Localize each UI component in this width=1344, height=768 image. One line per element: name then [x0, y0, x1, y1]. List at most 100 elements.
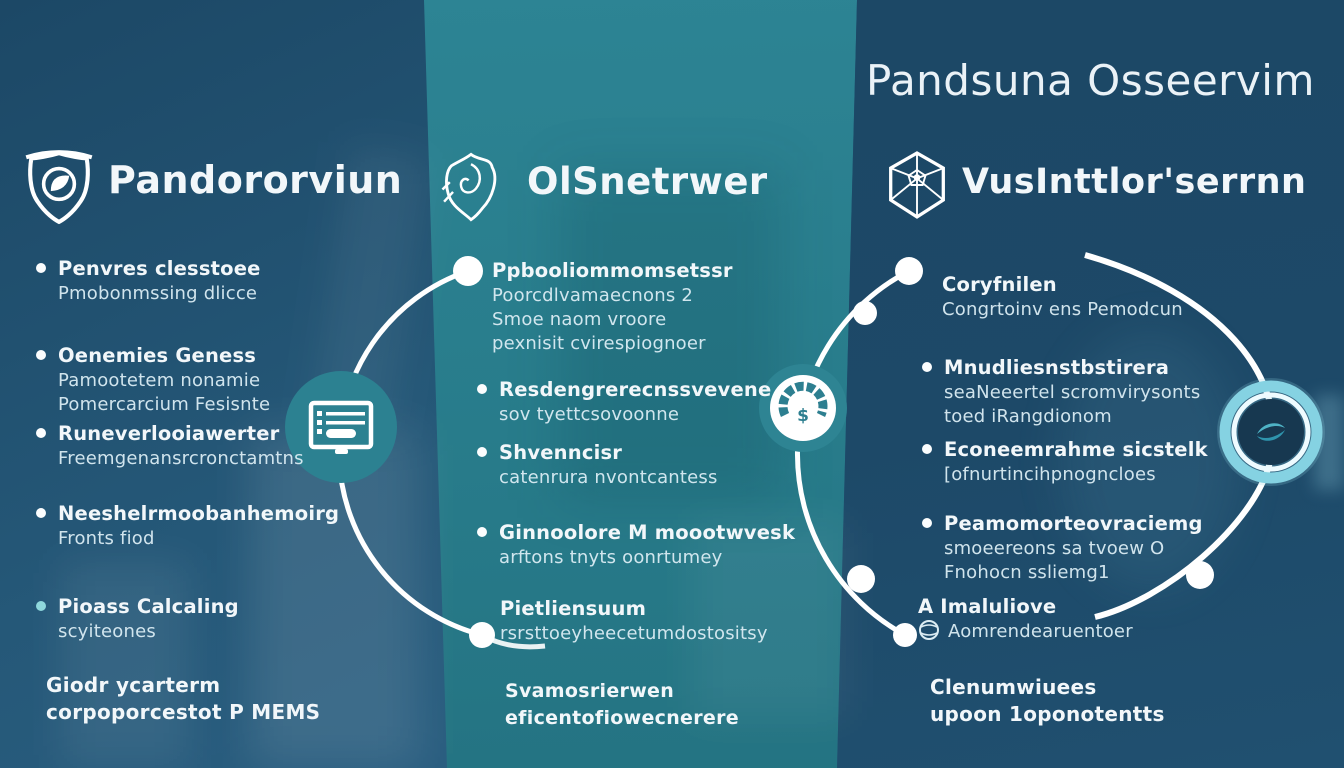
item-subtitle: Smoe naom vroore [492, 309, 667, 330]
left-footer: Giodr ycarterm corpoporcestot P MEMS [46, 672, 320, 726]
list-item: Mnudliesnstbstirera seaNeeertel scromvir… [922, 355, 1294, 429]
screen-outline [308, 400, 374, 450]
item-subtitle: arftons tnyts oonrtumey [499, 547, 723, 568]
item-subtitle: Fronts fiod [58, 528, 155, 549]
bullet-dot [36, 508, 46, 518]
hexagon-network-icon-svg [889, 151, 945, 219]
list-item: Coryfnilen Congrtoinv ens Pemodcun [942, 272, 1292, 322]
gauge-dollar-symbol: $ [797, 406, 809, 426]
item-subtitle: smoeereons sa tvoew O [944, 538, 1165, 559]
bullet-dot [922, 444, 932, 454]
item-title: Runeverlooiawerter [58, 422, 280, 445]
item-subtitle: seaNeeertel scromvirysonts [944, 382, 1201, 403]
item-title: Shvenncisr [499, 441, 623, 464]
item-title: Pioass Calcaling [58, 595, 239, 618]
checklist-screen-icon-svg [285, 371, 397, 483]
list-square [317, 429, 322, 434]
list-item: Ginnoolore M moootwvesk arftons tnyts oo… [477, 520, 829, 570]
leaf-glyph [50, 175, 70, 192]
shield-inner-circle [41, 166, 77, 202]
ring-cyan [1219, 380, 1323, 484]
item-subtitle: Aomrendearuentoer [948, 621, 1133, 642]
network-core-polygon [907, 168, 927, 186]
footer-line: corpoporcestot P MEMS [46, 700, 321, 724]
globe-arrows-icon-svg [919, 620, 939, 640]
list-item: Ppbooliommomsetssr Poorcdlvamaecnons 2 S… [492, 258, 822, 356]
network-lines [890, 153, 944, 217]
connector-dot [893, 623, 917, 647]
item-subtitle: Congrtoinv ens Pemodcun [942, 299, 1183, 320]
footer-line: eficentofiowecnerere [505, 707, 739, 729]
item-subtitle: Fnohocn ssliemg1 [944, 562, 1110, 583]
item-subtitle: rsrsttoeyheecetumdostositsy [500, 623, 768, 644]
item-subtitle: Pmobonmssing dlicce [58, 283, 258, 304]
checklist-screen-icon [285, 371, 397, 483]
connector-dot [469, 622, 495, 648]
bullet-dot [36, 428, 46, 438]
item-title: Coryfnilen [942, 273, 1057, 296]
item-title: Mnudliesnstbstirera [944, 356, 1170, 379]
middle-header-label: OlSnetrwer [527, 160, 768, 203]
footer-line: Svamosrierwen [505, 680, 675, 702]
shield-leaf-icon [20, 145, 98, 227]
ring-white [1231, 392, 1311, 472]
item-title: Ppbooliommomsetssr [492, 259, 733, 282]
footer-line: Clenumwiuees [930, 675, 1097, 699]
middle-footer: Svamosrierwen eficentofiowecnerere [505, 678, 739, 732]
footer-line: upoon 1oponotentts [930, 702, 1165, 726]
hexagon-network-icon [886, 150, 948, 220]
bullet-dot [922, 518, 932, 528]
ring-center [1238, 399, 1304, 465]
bullet-dot [477, 447, 487, 457]
item-title: A Imaluliove [918, 595, 1057, 618]
globe-circle [919, 620, 939, 640]
list-item: Neeshelrmoobanhemoirg Fronts fiod [36, 501, 398, 551]
item-subtitle: pexnisit cvirespiognoer [492, 333, 706, 354]
list-pill [326, 429, 356, 438]
item-subtitle: sov tyettcsovoonne [499, 404, 680, 425]
shield-outline [28, 151, 90, 225]
list-item: Resdengrerecnssvevene sov tyettcsovoonne [477, 377, 829, 427]
globe-arrows-icon [918, 619, 940, 641]
item-subtitle: Poorcdlvamaecnons 2 [492, 285, 693, 306]
item-subtitle: Pomercarcium Fesisnte [58, 394, 271, 415]
item-subtitle: toed iRangdionom [944, 406, 1112, 427]
item-title: Resdengrerecnssvevene [499, 378, 772, 401]
list-square [317, 420, 322, 425]
list-item: Runeverlooiawerter Freemgenansrcronctamt… [36, 421, 398, 471]
badge-outline [445, 152, 497, 222]
screen-stand [335, 449, 348, 454]
list-line [326, 421, 365, 425]
ring-eye-icon-svg [1217, 378, 1325, 486]
footer-line: Giodr ycarterm [46, 673, 221, 697]
eye-swirl-top [1257, 423, 1285, 434]
list-item: Oenemies Geness Pamootetem nonamie Pomer… [36, 343, 398, 417]
connector-dot [453, 256, 483, 286]
item-subtitle: [ofnurtincihpnogncloes [944, 464, 1156, 485]
badge-flourish [441, 181, 454, 203]
ring-eye-icon [1216, 377, 1326, 487]
connector-dot [853, 301, 877, 325]
badge-swirl [459, 163, 482, 194]
ornate-badge-icon [440, 147, 502, 227]
list-item: Pioass Calcaling scyiteones [36, 594, 398, 644]
ornate-badge-icon-svg [441, 152, 497, 222]
right-header-label: VusInttlor'serrnn [962, 162, 1307, 202]
bullet-dot [477, 527, 487, 537]
left-header-label: Pandororviun [108, 158, 403, 202]
bullet-dot [477, 384, 487, 394]
globe-arcs [920, 624, 938, 636]
list-item: Pietliensuum rsrsttoeyheecetumdostositsy [500, 596, 830, 646]
item-title: Ginnoolore M moootwvesk [499, 521, 796, 544]
item-title: Pietliensuum [500, 597, 647, 620]
item-subtitle: Pamootetem nonamie [58, 370, 261, 391]
connector-dot [1186, 561, 1214, 589]
list-square [317, 411, 322, 416]
bullet-dot-cyan [36, 601, 46, 611]
bullet-dot [922, 362, 932, 372]
bullet-dot [36, 350, 46, 360]
list-item: Shvenncisr catenrura nvontcantess [477, 440, 829, 490]
page-title: Pandsuna Osseervim [866, 56, 1315, 105]
